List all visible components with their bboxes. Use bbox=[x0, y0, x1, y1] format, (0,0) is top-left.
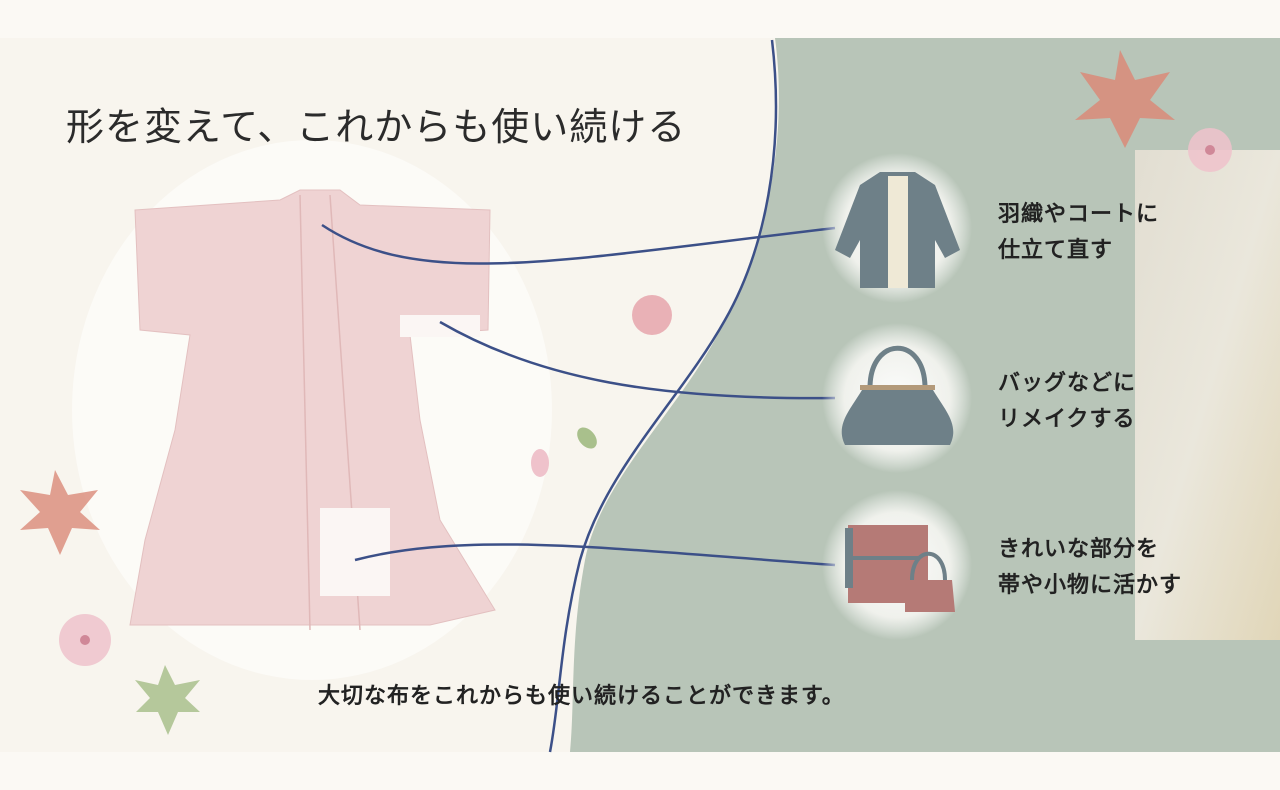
divider-line bbox=[548, 39, 778, 753]
item-obi-text: きれいな部分を 帯や小物に活かす bbox=[998, 532, 1182, 604]
item-line: リメイクする bbox=[998, 407, 1136, 432]
sakura-blossom-icon bbox=[1188, 128, 1232, 172]
petal-icon bbox=[531, 449, 549, 477]
obi-and-accessories-icon bbox=[822, 490, 972, 640]
page-title: 形を変えて、これからも使い続ける bbox=[66, 105, 687, 149]
item-line: きれいな部分を bbox=[998, 537, 1160, 562]
item-bag-text: バッグなどに リメイクする bbox=[998, 366, 1136, 438]
item-line: バッグなどに bbox=[998, 371, 1137, 396]
maple-leaf-icon bbox=[135, 665, 200, 735]
maple-leaf-icon bbox=[20, 470, 100, 555]
haori-coat-icon bbox=[822, 153, 972, 303]
connector-3 bbox=[354, 543, 836, 567]
bottom-band bbox=[0, 752, 1280, 790]
sakura-blossom-icon bbox=[632, 295, 672, 335]
leaf-icon bbox=[577, 427, 597, 449]
caption: 大切な布をこれからも使い続けることができます。 bbox=[318, 684, 845, 709]
kimono-illustration bbox=[72, 140, 552, 680]
connector-1 bbox=[321, 223, 836, 265]
item-line: 帯や小物に活かす bbox=[998, 573, 1183, 598]
sakura-blossom-icon bbox=[59, 614, 111, 666]
maple-leaf-icon bbox=[1075, 50, 1175, 148]
item-line: 羽織やコートに bbox=[998, 202, 1160, 227]
handbag-icon bbox=[822, 323, 972, 473]
item-line: 仕立て直す bbox=[998, 238, 1114, 263]
fabric-photo bbox=[1135, 150, 1280, 640]
top-band bbox=[0, 0, 1280, 38]
connector-2 bbox=[439, 320, 836, 400]
item-haori-text: 羽織やコートに 仕立て直す bbox=[998, 197, 1159, 269]
